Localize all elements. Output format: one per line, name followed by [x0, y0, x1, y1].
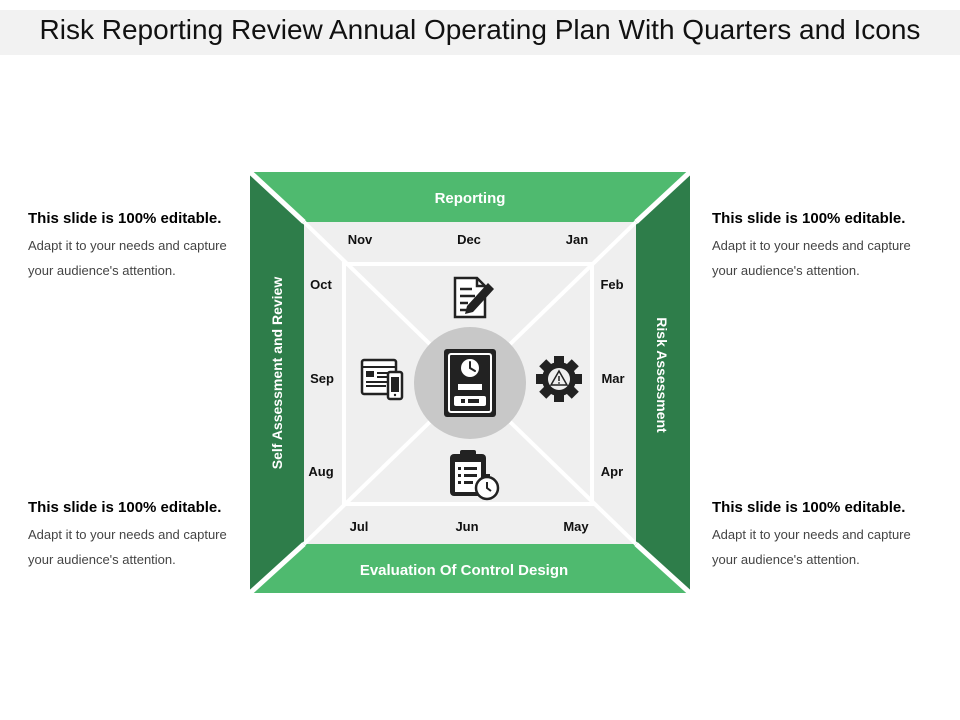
section-left-band: [250, 172, 304, 593]
note-heading: This slide is 100% editable.: [712, 499, 906, 516]
section-label-reporting: Reporting: [435, 190, 506, 207]
month-label-oct: Oct: [310, 277, 332, 292]
note-body: Adapt it to your needs and capture your …: [712, 522, 952, 572]
note-body: Adapt it to your needs and capture your …: [28, 522, 268, 572]
note-top-right: This slide is 100% editable. Adapt it to…: [712, 208, 952, 283]
section-top-band: [250, 172, 690, 222]
month-label-feb: Feb: [600, 277, 623, 292]
section-bottom-band: [250, 544, 690, 593]
note-bottom-right: This slide is 100% editable. Adapt it to…: [712, 497, 952, 572]
month-label-sep: Sep: [310, 371, 334, 386]
month-label-mar: Mar: [601, 371, 624, 386]
month-label-jun: Jun: [455, 519, 478, 534]
note-line: Adapt it to your needs and capture: [28, 527, 227, 542]
note-heading: This slide is 100% editable.: [28, 210, 222, 227]
note-heading: This slide is 100% editable.: [712, 210, 906, 227]
note-line: Adapt it to your needs and capture: [712, 238, 911, 253]
note-body: Adapt it to your needs and capture your …: [712, 233, 952, 283]
section-label-self-assessment: Self Assessment and Review: [269, 277, 285, 470]
section-right-band: [636, 172, 690, 593]
month-label-may: May: [563, 519, 589, 534]
month-label-jan: Jan: [566, 232, 588, 247]
clipboard-stopwatch-icon: [450, 450, 500, 501]
web-devices-icon: [360, 358, 404, 401]
note-line: your audience's attention.: [28, 263, 176, 278]
month-label-apr: Apr: [601, 464, 623, 479]
gear-warning-icon: [536, 356, 582, 402]
month-label-jul: Jul: [350, 519, 369, 534]
document-edit-icon: [453, 276, 494, 319]
month-label-nov: Nov: [348, 232, 373, 247]
section-label-risk-assessment: Risk Assessment: [654, 317, 670, 433]
title-bar: [0, 10, 960, 55]
note-line: your audience's attention.: [712, 263, 860, 278]
page-title: Risk Reporting Review Annual Operating P…: [39, 14, 921, 45]
note-line: your audience's attention.: [712, 552, 860, 567]
note-heading: This slide is 100% editable.: [28, 499, 222, 516]
note-line: Adapt it to your needs and capture: [28, 238, 227, 253]
note-bottom-left: This slide is 100% editable. Adapt it to…: [28, 497, 268, 572]
note-line: your audience's attention.: [28, 552, 176, 567]
note-body: Adapt it to your needs and capture your …: [28, 233, 268, 283]
clock-badge-icon: [444, 349, 496, 417]
divider-lines: [248, 170, 692, 595]
section-label-evaluation: Evaluation Of Control Design: [360, 562, 568, 579]
month-label-aug: Aug: [308, 464, 333, 479]
note-top-left: This slide is 100% editable. Adapt it to…: [28, 208, 268, 283]
note-line: Adapt it to your needs and capture: [712, 527, 911, 542]
month-label-dec: Dec: [457, 232, 481, 247]
